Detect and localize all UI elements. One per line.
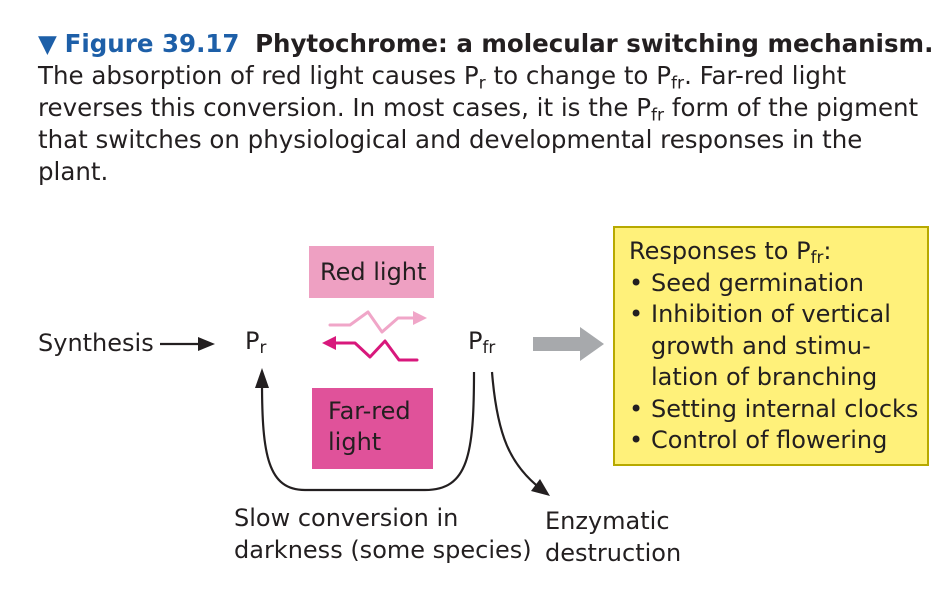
red-light-arrow xyxy=(328,310,427,334)
caption-subscript-fr: fr xyxy=(670,73,685,94)
figure-caption: ▼ Figure 39.17 Phytochrome: a molecular … xyxy=(38,28,938,188)
responses-arrow xyxy=(533,327,604,361)
figure-number: Figure 39.17 xyxy=(64,29,240,58)
response-item: Seed germination xyxy=(629,268,927,300)
response-item: Control of flowering xyxy=(629,425,927,457)
slow-conversion-arrow xyxy=(255,368,476,492)
figure-title: Phytochrome: a molecular switching mecha… xyxy=(255,29,934,58)
enzymatic-destruction-label: Enzymatic destruction xyxy=(545,507,682,567)
red-light-box xyxy=(309,246,434,298)
far-red-light-box xyxy=(312,388,433,469)
synthesis-arrow xyxy=(160,337,215,351)
slow-conversion-label: Slow conversion in darkness (some specie… xyxy=(234,504,532,564)
caption-subscript-fr-2: fr xyxy=(650,105,665,126)
far-red-light-label: Far-red light xyxy=(328,397,411,456)
far-red-light-arrow xyxy=(322,336,419,362)
caption-text-4: form of the pigment that switches on phy… xyxy=(38,93,919,186)
red-light-label: Red light xyxy=(320,258,427,286)
pfr-label: Pfr xyxy=(468,327,496,358)
caption-text-2: to change to P xyxy=(485,61,671,90)
responses-box: Responses to Pfr: Seed germination Inhib… xyxy=(613,226,929,466)
caption-text-1: The absorption of red light causes P xyxy=(38,61,479,90)
caption-text-3: . Far-red light reverses this conversion… xyxy=(38,61,847,122)
figure-marker: ▼ xyxy=(38,29,57,58)
caption-subscript-r: r xyxy=(478,73,486,94)
responses-heading: Responses to Pfr: xyxy=(629,237,832,268)
responses-list: Seed germination Inhibition of verticalg… xyxy=(629,268,927,457)
enzymatic-destruction-arrow xyxy=(490,371,550,496)
synthesis-label: Synthesis xyxy=(38,329,154,357)
response-item: Setting internal clocks xyxy=(629,394,927,426)
pr-label: Pr xyxy=(245,327,267,358)
